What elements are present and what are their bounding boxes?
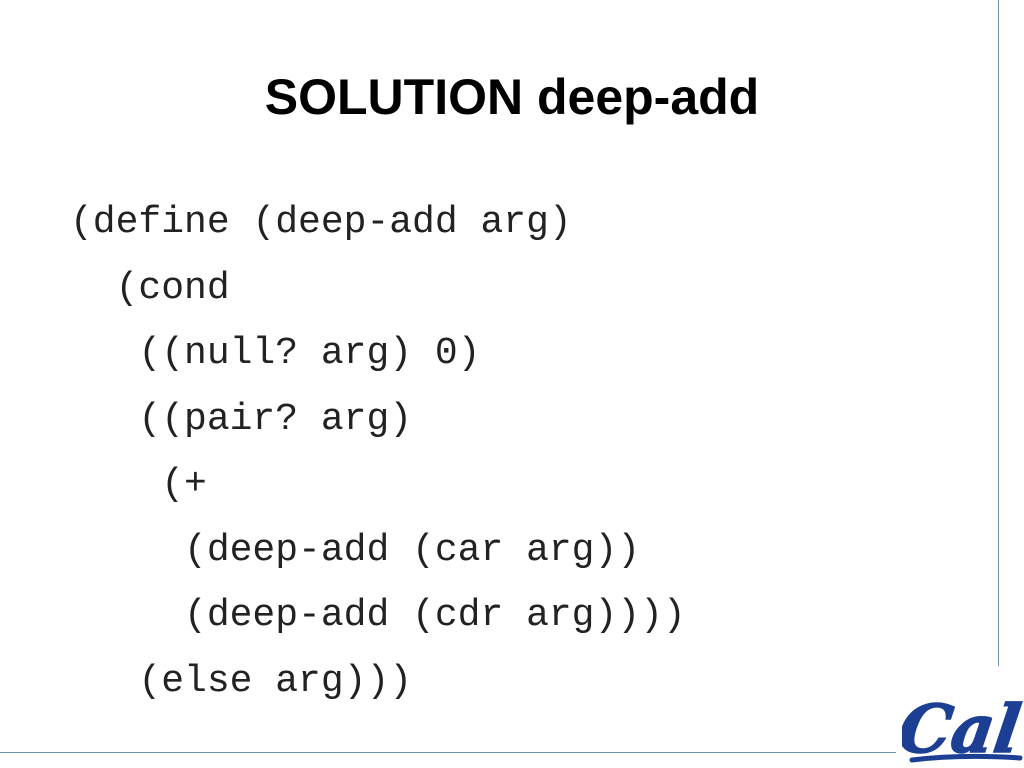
cal-logo-swash (909, 753, 1023, 763)
code-line: (else arg))) (70, 659, 413, 703)
code-line: (cond (70, 266, 230, 310)
code-line: (deep-add (car arg)) (70, 528, 641, 572)
cal-logo-wordmark: Cal (902, 690, 1024, 768)
slide-title: SOLUTION deep-add (264, 69, 760, 125)
code-line: ((null? arg) 0) (70, 332, 481, 375)
cal-logo: Cal (902, 690, 1024, 768)
decorative-horizontal-rule (0, 752, 896, 753)
code-line: (deep-add (cdr arg)))) (70, 594, 686, 637)
decorative-vertical-rule (998, 0, 999, 666)
code-line: ((pair? arg) (70, 397, 413, 441)
code-block: (define (deep-add arg) (cond ((null? arg… (70, 190, 686, 714)
code-line: (+ (70, 463, 207, 506)
code-line: (define (deep-add arg) (70, 201, 572, 244)
